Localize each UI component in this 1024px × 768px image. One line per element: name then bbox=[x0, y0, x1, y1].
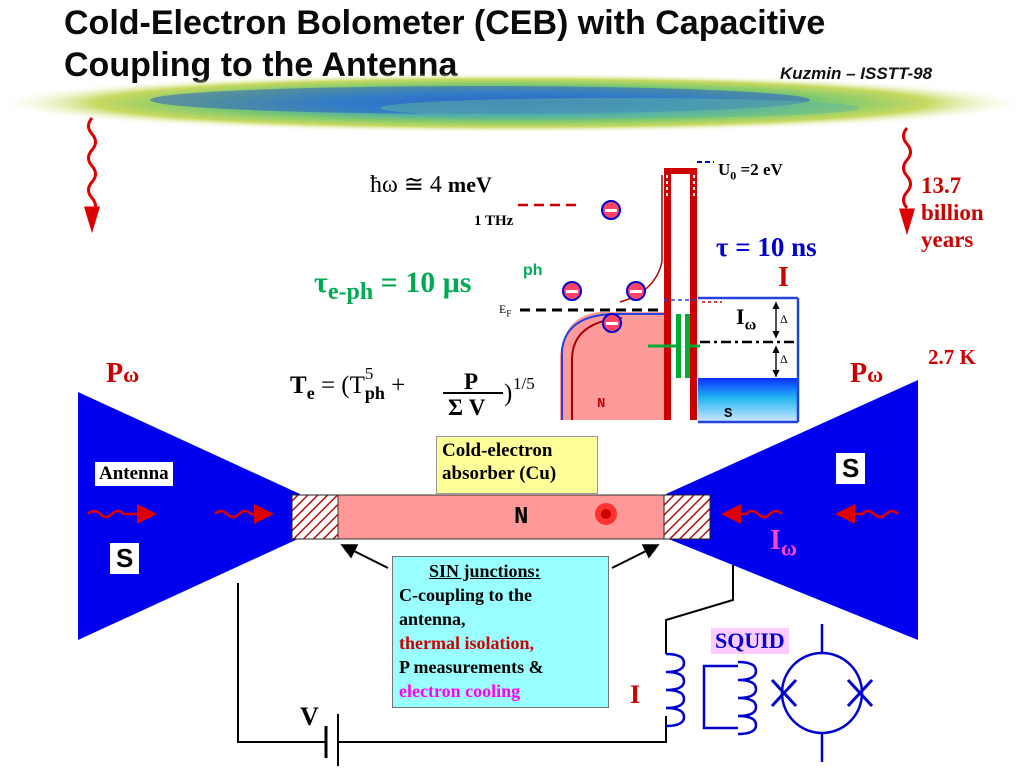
absorber-callout: Cold-electron absorber (Cu) bbox=[436, 436, 598, 494]
power-right: Pω bbox=[850, 358, 884, 389]
antenna-right-arm bbox=[666, 380, 918, 640]
s-label-left: S bbox=[110, 543, 140, 574]
age-line-2: billion bbox=[921, 200, 984, 225]
sin-junction-callout: SIN junctions: C-coupling to the antenna… bbox=[392, 556, 609, 708]
bias-circuit bbox=[237, 565, 734, 766]
slide-title: Cold-Electron Bolometer (CEB) with Capac… bbox=[64, 2, 825, 86]
radiation-arrow-left bbox=[83, 117, 101, 234]
formula-denominator: Σ V bbox=[448, 395, 486, 420]
power-left: Pω bbox=[106, 358, 140, 389]
author-credit: Kuzmin – ISSTT-98 bbox=[780, 64, 933, 83]
title-line-1: Cold-Electron Bolometer (CEB) with Capac… bbox=[64, 4, 826, 42]
fermi-level-label: EF bbox=[499, 302, 512, 319]
tunnel-time: τ = 10 ns bbox=[716, 232, 817, 262]
gap-delta-1: Δ bbox=[780, 312, 788, 326]
photon-frequency: 1 THz bbox=[474, 213, 514, 229]
sin-line-4: P measurements & bbox=[399, 657, 544, 677]
antenna-label: Antenna bbox=[95, 462, 173, 486]
current-i-label: I bbox=[630, 680, 641, 709]
radiation-arrow-right bbox=[898, 127, 916, 236]
current-omega-small: Iω bbox=[736, 304, 757, 334]
inductor-coil bbox=[665, 652, 686, 728]
wave-arrows bbox=[87, 504, 899, 524]
photon-energy: ħω ≅ 4 meV bbox=[370, 172, 492, 198]
squid-circuit bbox=[702, 624, 874, 762]
barrier-height: U0 =2 eV bbox=[718, 160, 783, 183]
phonon-label: ph bbox=[523, 262, 543, 279]
formula-exponent: 1/5 bbox=[513, 374, 535, 393]
gap-delta-2: Δ bbox=[780, 352, 788, 366]
sin-line-1: C-coupling to the bbox=[399, 585, 533, 605]
universe-age: 13.7 billion years bbox=[921, 172, 984, 253]
sin-junction-left bbox=[291, 494, 339, 540]
sin-line-5: electron cooling bbox=[399, 681, 521, 701]
cmb-sky-band bbox=[0, 73, 1024, 133]
absorber-n-label: N bbox=[514, 504, 529, 531]
age-line-3: years bbox=[921, 227, 974, 252]
sin-line-2: antenna, bbox=[399, 609, 466, 629]
formula-numerator: P bbox=[464, 369, 479, 394]
cmb-temperature: 2.7 K bbox=[928, 345, 976, 369]
energy-diagram bbox=[518, 161, 800, 424]
sin-title: SIN junctions: bbox=[429, 561, 541, 581]
formula-close: ) bbox=[504, 380, 513, 407]
voltage-label: V bbox=[300, 702, 319, 731]
sin-junction-right bbox=[663, 494, 711, 540]
squid-label: SQUID bbox=[711, 628, 789, 654]
absorber-line-2: absorber (Cu) bbox=[442, 463, 557, 484]
band-n-label: N bbox=[597, 396, 606, 412]
antenna-left-arm bbox=[78, 392, 300, 640]
band-s-label: S bbox=[724, 406, 733, 422]
current-label-top: I bbox=[778, 262, 789, 293]
s-label-right: S bbox=[836, 453, 866, 484]
age-line-1: 13.7 bbox=[921, 173, 962, 198]
e-ph-time: τe-ph = 10 μs bbox=[314, 266, 472, 305]
sin-line-3: thermal isolation, bbox=[399, 633, 534, 653]
absorber-line-1: Cold-electron bbox=[442, 440, 553, 461]
i-omega-label: Iω bbox=[770, 525, 797, 561]
